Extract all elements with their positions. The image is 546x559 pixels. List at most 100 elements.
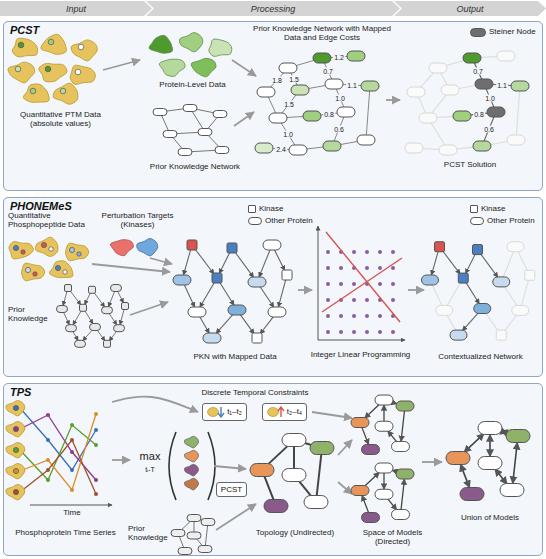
protein-blob <box>66 243 89 261</box>
protein-blob <box>6 485 25 500</box>
panel-ground <box>3 197 543 377</box>
site-mark <box>13 245 18 250</box>
network-edge <box>431 252 438 276</box>
network-edge <box>167 109 183 111</box>
protein-node <box>248 277 266 287</box>
lattice-point <box>365 330 369 334</box>
protein-node <box>463 53 481 63</box>
protein-node <box>187 532 201 539</box>
protein-node <box>102 307 113 314</box>
protein-blob <box>184 436 198 448</box>
site-mark <box>30 88 36 94</box>
flow-arrow <box>234 112 254 126</box>
stage-label: Output <box>456 4 483 14</box>
legend-item: Other Protein <box>248 216 313 226</box>
axis <box>30 505 112 506</box>
protein-node <box>396 401 414 411</box>
protein-blob <box>6 464 25 479</box>
network-edge <box>432 95 447 114</box>
protein-node <box>500 484 524 497</box>
site-mark <box>45 66 51 72</box>
network-edge <box>63 291 67 305</box>
edge-cost: 0.8 <box>473 111 485 118</box>
protein-node <box>478 422 502 435</box>
protein-node <box>228 305 246 315</box>
flow-arrow <box>298 289 312 291</box>
protein-node <box>475 79 493 89</box>
kinase-node <box>252 333 262 343</box>
network <box>351 463 414 523</box>
network-edge <box>173 137 183 149</box>
network-edge <box>97 330 105 341</box>
network-edge <box>108 291 114 306</box>
edge-cost: 1.0 <box>282 131 294 138</box>
protein-blob <box>41 34 67 54</box>
network-edge <box>208 117 218 129</box>
network-edge <box>216 314 233 333</box>
protein-node <box>347 51 365 61</box>
protein-node <box>188 307 206 317</box>
protein-node <box>323 141 341 151</box>
flow-arrow <box>130 302 168 315</box>
protein-node <box>474 304 491 314</box>
constraint-box: t₂–t₄ <box>262 403 307 421</box>
protein-blob <box>6 401 25 416</box>
site-mark <box>77 252 81 256</box>
protein-node <box>473 141 491 151</box>
lattice-point <box>391 298 395 302</box>
network-edge <box>287 116 303 118</box>
legend-text: Kinase <box>259 204 283 214</box>
edge-cost: 1.8 <box>271 77 283 84</box>
legend-swatch <box>470 205 478 213</box>
protein-node <box>392 510 410 520</box>
protein-node <box>362 513 380 523</box>
network-edge <box>264 476 273 499</box>
network-edge <box>85 311 93 324</box>
panel-ground <box>3 383 543 556</box>
panel-ground <box>3 21 543 191</box>
network-edge <box>362 427 369 444</box>
network-edge <box>240 315 254 334</box>
network-edge <box>179 536 183 547</box>
protein-blob <box>35 237 57 256</box>
caption-label: Phosphoprotein Time Series <box>8 528 123 537</box>
protein-node <box>57 306 68 313</box>
flow-arrow <box>92 264 170 272</box>
kinase-node <box>104 340 111 347</box>
legend-item: Other Protein <box>470 216 535 226</box>
lattice-point <box>378 282 382 286</box>
box-label: t₂–t₄ <box>287 407 302 416</box>
flow-arrow <box>386 99 400 101</box>
network-edge <box>383 473 384 489</box>
protein-node <box>291 85 309 95</box>
flow-arrow <box>112 397 198 412</box>
network <box>405 51 529 155</box>
network-edge <box>365 472 380 486</box>
protein-blob <box>9 242 33 259</box>
site-mark <box>13 468 18 473</box>
site-mark <box>48 39 54 45</box>
lattice-point <box>391 250 395 254</box>
protein-node <box>450 330 467 340</box>
protein-blob <box>191 58 216 76</box>
protein-node <box>439 145 457 155</box>
protein-node <box>75 340 86 347</box>
network-edge <box>401 479 404 510</box>
stage-chevron: Processing <box>146 1 400 16</box>
time-point <box>46 458 50 462</box>
caption-label: PKN with Mapped Data <box>165 352 305 361</box>
protein-node <box>512 305 529 315</box>
protein-node <box>255 143 273 153</box>
legend-swatch <box>470 217 484 225</box>
legend-text: Kinase <box>481 204 505 214</box>
edge-cost: 1.1 <box>496 82 508 89</box>
network-edge <box>401 411 404 442</box>
protein-blob <box>6 443 25 458</box>
network-edge <box>192 111 203 128</box>
protein-blob <box>110 240 133 256</box>
network-edge <box>282 95 297 114</box>
network <box>351 395 414 455</box>
kinase-node <box>458 273 468 283</box>
time-point <box>70 438 74 442</box>
